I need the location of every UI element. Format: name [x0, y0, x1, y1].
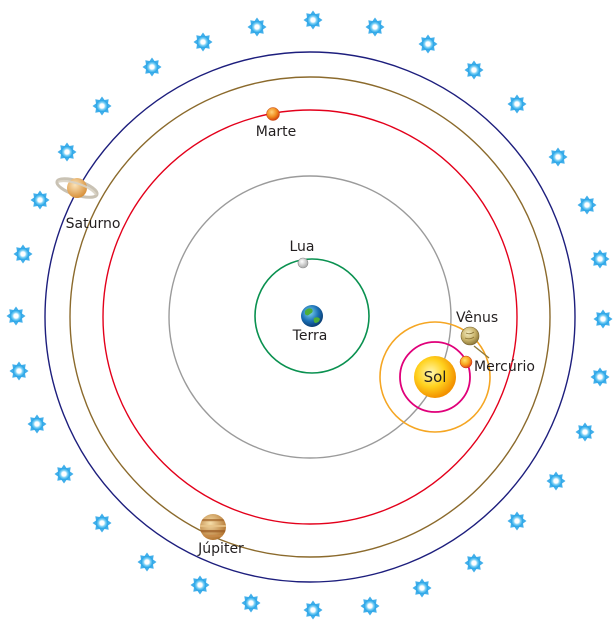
venus-orbit-marker: [473, 345, 490, 359]
star-icon: [9, 361, 29, 381]
star-icon: [6, 306, 26, 326]
star-icon: [577, 195, 597, 215]
venus-label: Vênus: [456, 310, 498, 326]
star-icon: [30, 190, 50, 210]
fixed-stars-sphere: [6, 10, 613, 620]
saturn-label: Saturno: [66, 216, 121, 232]
star-icon: [412, 578, 432, 598]
moon-orbit: [254, 258, 370, 374]
jupiter: Júpiter: [197, 514, 244, 557]
earth-label: Terra: [292, 328, 328, 344]
star-icon: [507, 511, 527, 531]
star-icon: [360, 596, 380, 616]
sun: Sol: [414, 356, 456, 398]
star-icon: [507, 94, 527, 114]
mercury-orbit: [399, 341, 471, 413]
star-icon: [54, 464, 74, 484]
star-icon: [464, 553, 484, 573]
star-icon: [418, 34, 438, 54]
star-icon: [190, 575, 210, 595]
star-icon: [92, 513, 112, 533]
venus-orbit: [379, 321, 491, 433]
star-icon: [27, 414, 47, 434]
saturn: Saturno: [55, 177, 121, 232]
mars: Marte: [256, 107, 297, 140]
star-icon: [365, 17, 385, 37]
mars-orbit: [102, 109, 518, 525]
star-icon: [247, 17, 267, 37]
star-icon: [303, 600, 323, 620]
earth: Terra: [292, 305, 328, 344]
saturn-orbit: [44, 51, 576, 583]
star-icon: [548, 147, 568, 167]
star-icon: [193, 32, 213, 52]
venus: Vênus: [456, 310, 498, 346]
star-icon: [57, 142, 77, 162]
mercury-label: Mercúrio: [474, 359, 535, 375]
mars-label: Marte: [256, 124, 297, 140]
sun-orbit: [168, 175, 452, 459]
star-icon: [590, 367, 610, 387]
mercury: Mercúrio: [459, 355, 535, 375]
star-icon: [303, 10, 323, 30]
star-icon: [590, 249, 610, 269]
star-icon: [137, 552, 157, 572]
jupiter-label: Júpiter: [197, 541, 244, 557]
sun-label: Sol: [424, 368, 447, 386]
star-icon: [13, 244, 33, 264]
star-icon: [142, 57, 162, 77]
moon: Lua: [289, 239, 315, 269]
star-icon: [575, 422, 595, 442]
jupiter-orbit: [69, 76, 551, 558]
star-icon: [546, 471, 566, 491]
star-icon: [241, 593, 261, 613]
star-icon: [464, 60, 484, 80]
moon-label: Lua: [289, 239, 314, 255]
star-icon: [92, 96, 112, 116]
star-icon: [593, 309, 613, 329]
